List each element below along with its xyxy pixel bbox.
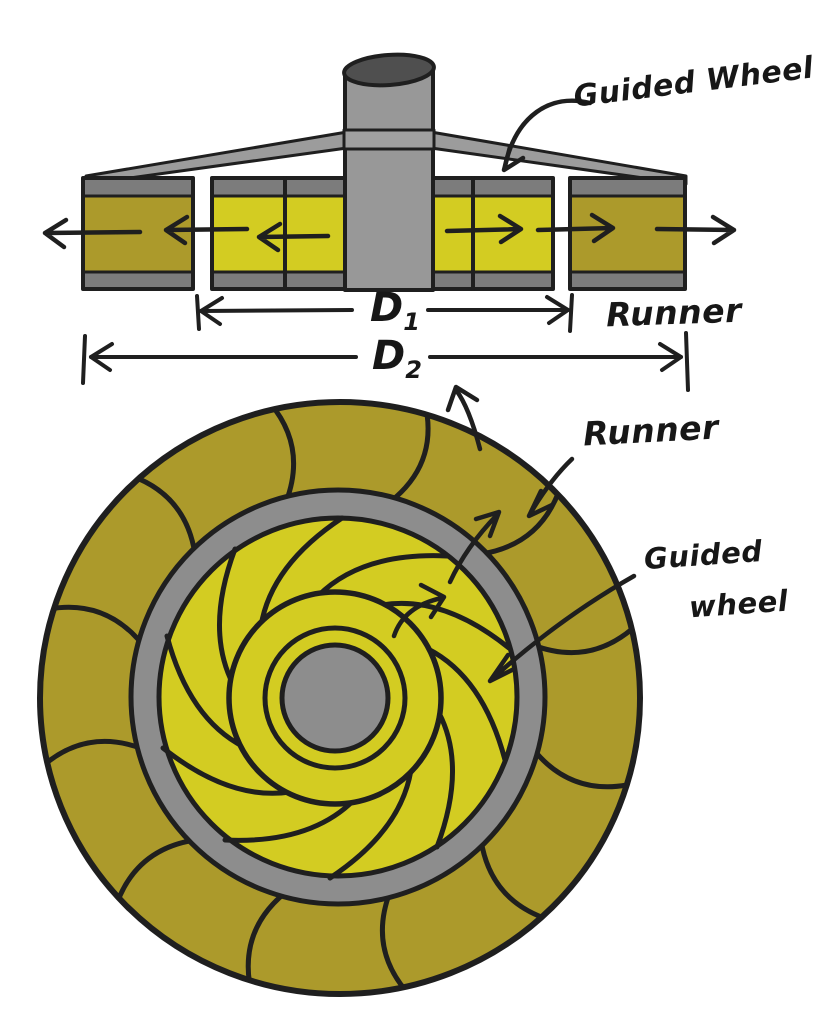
dimension-d2 bbox=[81, 331, 690, 392]
flow-arrow-crossing-icon bbox=[447, 509, 502, 585]
d2-letter: D bbox=[372, 333, 406, 379]
flow-arrow-inner-icon bbox=[391, 582, 447, 639]
shaft-end bbox=[279, 642, 391, 754]
runner-block-right bbox=[568, 176, 687, 291]
section-view bbox=[42, 52, 737, 392]
d1-subscript: 1 bbox=[403, 308, 420, 336]
flow-arrow-right-icon bbox=[444, 213, 524, 245]
guided-wheel-leader-arrow bbox=[501, 98, 593, 173]
guide-vanes bbox=[160, 515, 512, 881]
guide-wheel-block-right bbox=[430, 176, 555, 291]
flow-arrows-section bbox=[42, 212, 737, 253]
label-guided-wheel-plan-line1: Guided bbox=[642, 533, 764, 577]
dimension-d1 bbox=[195, 293, 574, 333]
shaft-collar bbox=[342, 128, 436, 151]
flow-arrow-right-icon bbox=[654, 214, 737, 246]
label-guided-wheel-plan-line2: wheel bbox=[687, 583, 790, 625]
runner-leader-arrow bbox=[526, 456, 575, 519]
guided-wheel-leader-arrow bbox=[487, 573, 637, 684]
flow-arrow-left-icon bbox=[163, 214, 250, 246]
flow-arrow-exit-icon bbox=[445, 384, 483, 452]
d1-letter: D bbox=[370, 285, 404, 331]
label-runner-section: Runner bbox=[605, 290, 743, 335]
label-dimension-d2: D2 bbox=[372, 336, 422, 382]
flow-arrow-left-icon bbox=[42, 217, 143, 250]
d2-subscript: 2 bbox=[405, 356, 422, 384]
shaft bbox=[342, 52, 436, 292]
plan-view bbox=[37, 384, 643, 997]
runner-vanes bbox=[41, 402, 635, 994]
flow-arrow-right-icon bbox=[535, 212, 616, 244]
guide-wheel-block-left bbox=[210, 176, 347, 291]
label-dimension-d1: D1 bbox=[370, 288, 420, 334]
shaft-top bbox=[342, 52, 436, 88]
flow-arrow-left-icon bbox=[256, 221, 331, 253]
flow-arrows-plan bbox=[391, 384, 502, 639]
label-runner-plan: Runner bbox=[582, 407, 720, 454]
